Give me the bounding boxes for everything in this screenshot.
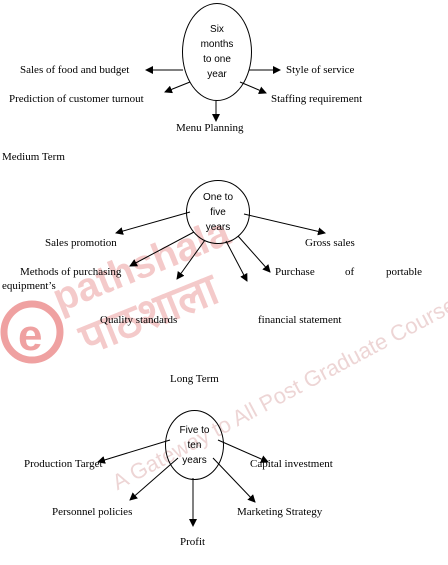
arrow-prediction-turnout <box>164 81 191 94</box>
arrow-production-target <box>97 439 171 464</box>
arrow-marketing-strategy <box>212 457 256 503</box>
hub-line: five <box>210 206 226 218</box>
hub-line: One to <box>202 191 234 203</box>
arrow-financial-statement <box>225 240 248 282</box>
hub-line: ten <box>187 439 202 451</box>
label-personnel-policies: Personnel policies <box>52 506 133 518</box>
label-prediction-of-customer-turnout: Prediction of customer turnout <box>9 93 144 105</box>
label-financial-statement: financial statement <box>258 314 342 326</box>
arrow-methods-purchasing <box>129 231 195 267</box>
arrow-purchase-equipment <box>237 235 271 273</box>
label-purchase: Purchase <box>275 266 315 278</box>
arrow-gross-sales <box>243 213 326 236</box>
label-capital-investment: Capital investment <box>250 458 333 470</box>
hub-line: year <box>207 69 227 80</box>
label-sales-of-food-and-budget: Sales of food and budget <box>20 64 130 76</box>
label-methods-of-purchasing: Methods of purchasing <box>20 266 122 278</box>
label-gross-sales: Gross sales <box>305 237 355 249</box>
label-staffing-requirement: Staffing requirement <box>271 93 363 105</box>
label-production-target: Production Target <box>24 458 103 470</box>
label-style-of-service: Style of service <box>286 64 355 76</box>
hub-line: to one <box>203 54 231 65</box>
label-sales-promotion: Sales promotion <box>45 237 117 249</box>
label-profit: Profit <box>180 536 206 548</box>
label-equipments: equipment’s <box>2 280 56 292</box>
label-portable: portable <box>386 266 423 278</box>
heading-long-term: Long Term <box>170 373 219 385</box>
label-menu-planning: Menu Planning <box>176 122 244 134</box>
hub-line: months <box>200 39 234 50</box>
hub-line: Six <box>210 24 224 35</box>
label-marketing-strategy: Marketing Strategy <box>237 506 323 518</box>
heading-medium-term: Medium Term <box>2 151 65 163</box>
hub-line: Five to <box>179 424 210 436</box>
hub-line: years <box>182 454 207 466</box>
arrow-capital-investment <box>217 439 269 463</box>
hub-line: years <box>205 221 231 233</box>
hub-six-months-to-one-year: Six months to one year <box>182 3 252 101</box>
label-of: of <box>345 266 355 278</box>
label-quality-standards: Quality standards <box>100 314 178 326</box>
hub-one-to-five-years: One to five years <box>186 180 250 244</box>
arrow-sales-promotion <box>115 211 191 235</box>
arrow-quality-standards <box>176 239 206 280</box>
arrow-staffing-requirement <box>239 81 267 94</box>
hub-five-to-ten-years: Five to ten years <box>165 410 224 480</box>
